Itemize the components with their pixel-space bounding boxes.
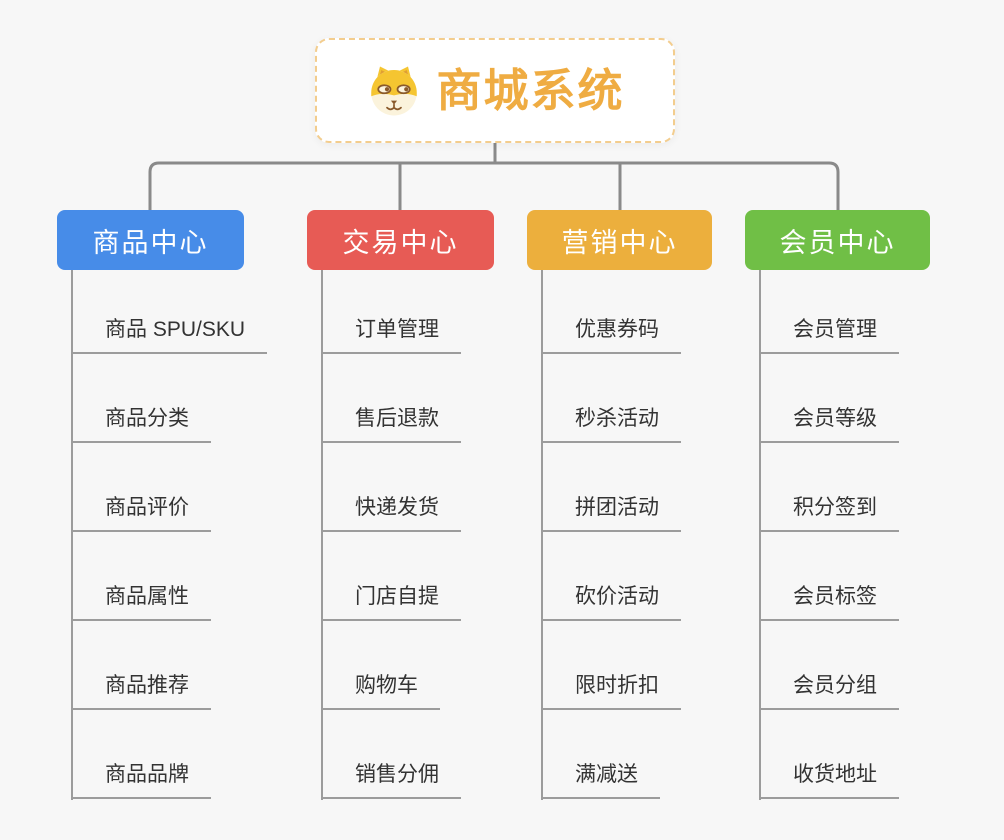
leaf-topic[interactable]: 收货地址 bbox=[760, 757, 899, 799]
branch-topic-product-center[interactable]: 商品中心 bbox=[57, 210, 244, 270]
branch-topic-trade-center[interactable]: 交易中心 bbox=[307, 210, 494, 270]
leaf-topic[interactable]: 会员标签 bbox=[760, 579, 899, 621]
leaf-topic[interactable]: 秒杀活动 bbox=[542, 401, 681, 443]
leaf-topic[interactable]: 快递发货 bbox=[322, 490, 461, 532]
leaf-topic[interactable]: 购物车 bbox=[322, 668, 440, 710]
leaf-topic[interactable]: 售后退款 bbox=[322, 401, 461, 443]
leaf-topic[interactable]: 满减送 bbox=[542, 757, 660, 799]
leaf-topic[interactable]: 订单管理 bbox=[322, 312, 461, 354]
leaf-topic[interactable]: 会员管理 bbox=[760, 312, 899, 354]
leaf-topic[interactable]: 商品分类 bbox=[72, 401, 211, 443]
leaf-topic[interactable]: 商品 SPU/SKU bbox=[72, 312, 268, 354]
leaf-topic[interactable]: 拼团活动 bbox=[542, 490, 681, 532]
leaf-topic[interactable]: 砍价活动 bbox=[542, 579, 681, 621]
branch-topic-label: 交易中心 bbox=[342, 227, 459, 258]
leaf-topic[interactable]: 限时折扣 bbox=[542, 668, 681, 710]
leaf-topic[interactable]: 优惠券码 bbox=[542, 312, 681, 354]
branch-topic-member-center[interactable]: 会员中心 bbox=[745, 210, 930, 270]
leaf-topic[interactable]: 商品属性 bbox=[72, 579, 211, 621]
root-topic-label: 商城系统 bbox=[436, 65, 625, 116]
leaf-topic[interactable]: 销售分佣 bbox=[322, 757, 461, 799]
leaf-topic[interactable]: 商品品牌 bbox=[72, 757, 211, 799]
branch-topic-label: 会员中心 bbox=[779, 227, 896, 258]
branch-topic-label: 商品中心 bbox=[92, 227, 209, 258]
root-topic[interactable]: 商城系统 bbox=[315, 38, 675, 143]
leaf-topic[interactable]: 门店自提 bbox=[322, 579, 461, 621]
leaf-topic[interactable]: 会员分组 bbox=[760, 668, 899, 710]
leaf-topic[interactable]: 商品推荐 bbox=[72, 668, 211, 710]
dog-face-icon bbox=[371, 66, 418, 115]
leaf-topic[interactable]: 商品评价 bbox=[72, 490, 211, 532]
leaf-topic[interactable]: 积分签到 bbox=[760, 490, 899, 532]
branch-topic-marketing-center[interactable]: 营销中心 bbox=[527, 210, 712, 270]
leaf-topic[interactable]: 会员等级 bbox=[760, 401, 899, 443]
branch-topic-label: 营销中心 bbox=[561, 227, 678, 258]
